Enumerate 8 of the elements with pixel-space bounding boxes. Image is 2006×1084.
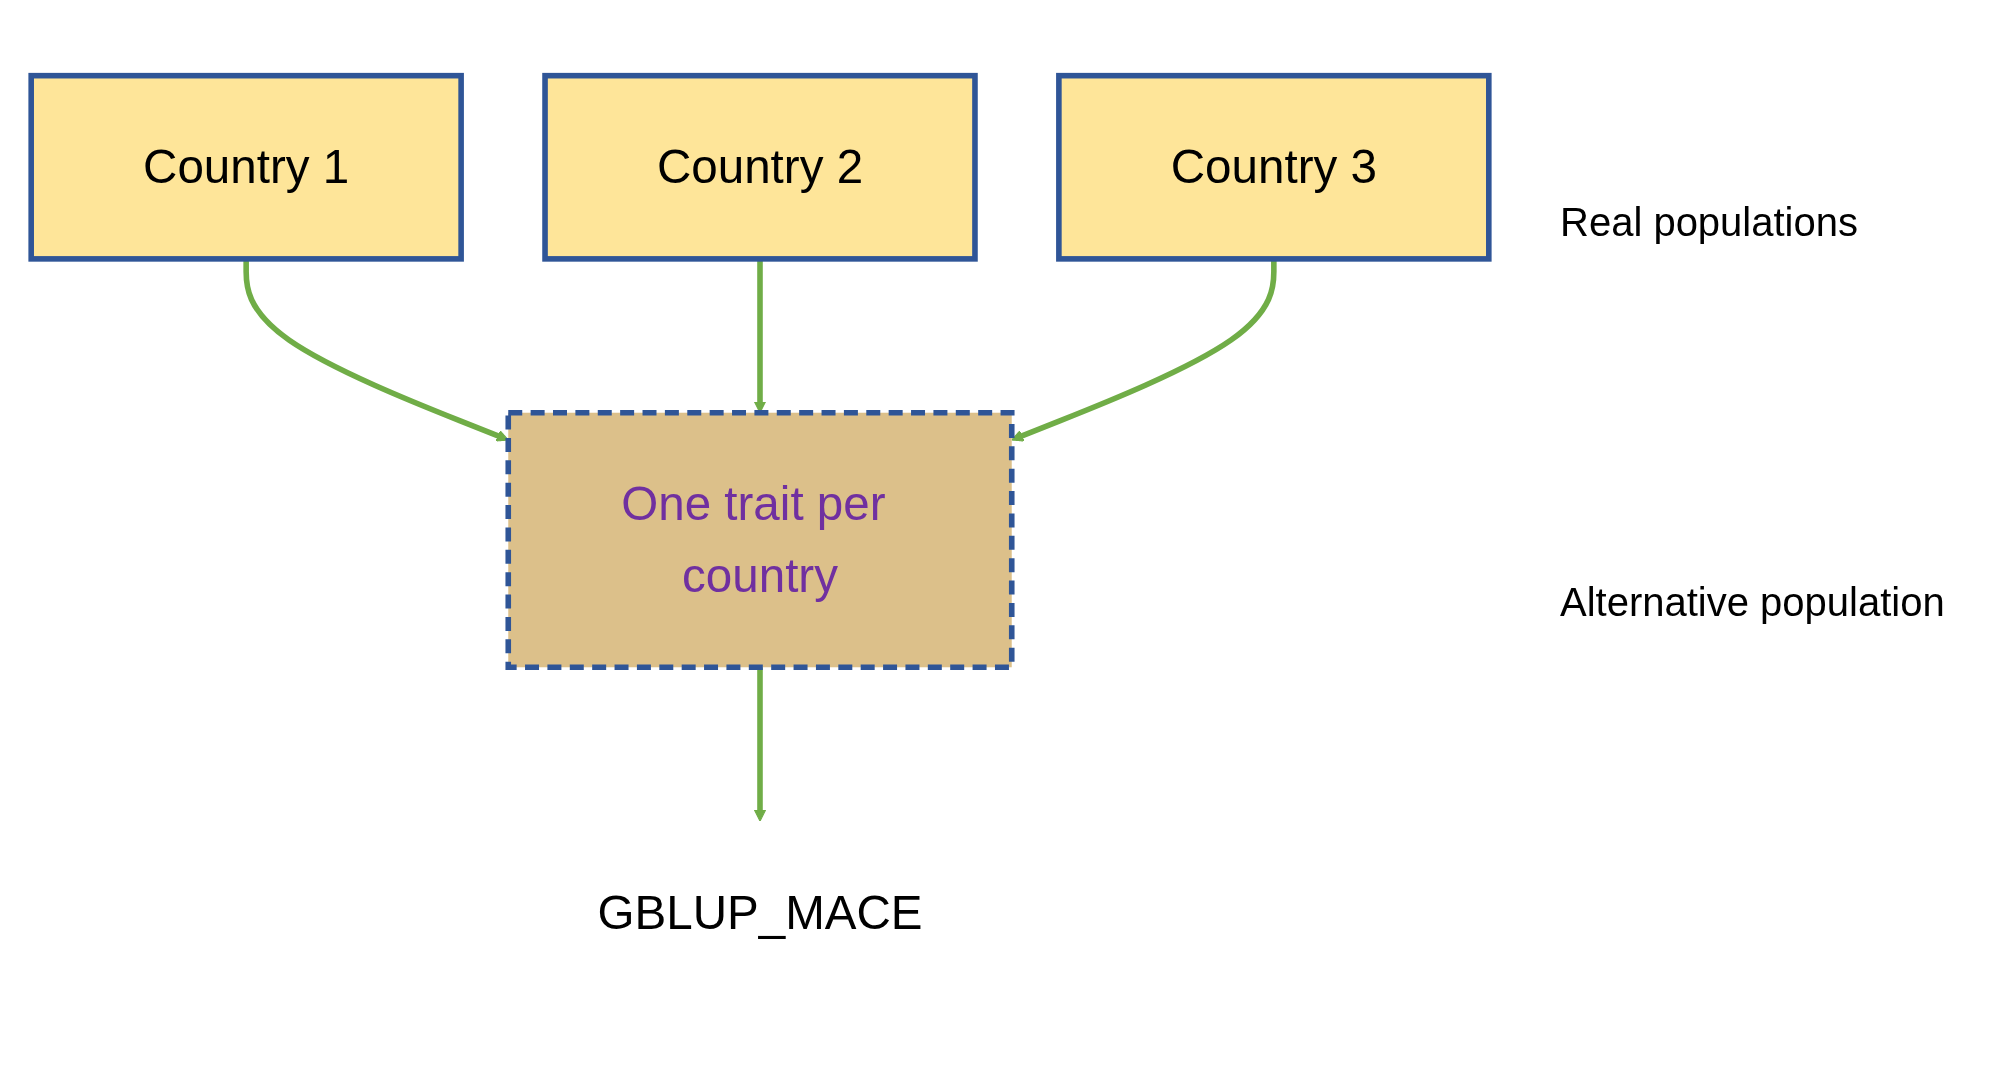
node-box: One trait per country [505,409,1015,671]
arrow [753,667,767,822]
node-box: Country 3 [1056,72,1492,262]
row-label: Real populations [1560,200,1858,245]
node-box: Country 2 [542,72,978,262]
node-text: GBLUP_MACE [597,885,923,939]
node-box: Country 1 [28,72,464,262]
row-label: Alternative population [1560,580,1945,625]
